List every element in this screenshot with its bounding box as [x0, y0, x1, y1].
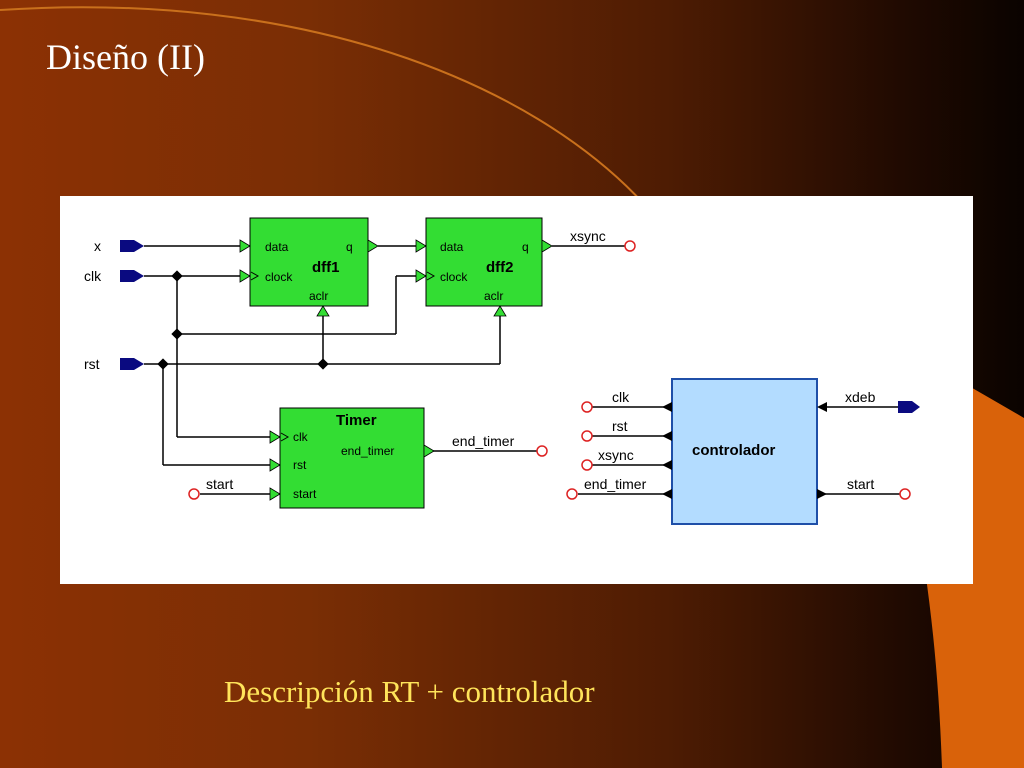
output-pin-end-timer: end_timer — [452, 433, 548, 457]
output-pin-xsync: xsync — [570, 228, 636, 252]
svg-text:xdeb: xdeb — [845, 389, 876, 405]
svg-text:rst: rst — [293, 458, 307, 472]
wires — [144, 245, 900, 495]
slide-title: Diseño (II) — [46, 37, 205, 77]
input-pin-rst: rst — [84, 356, 144, 372]
svg-text:end_timer: end_timer — [341, 444, 394, 458]
ctrl-input-xsync: xsync — [581, 447, 634, 471]
svg-text:dff2: dff2 — [486, 259, 514, 276]
svg-text:data: data — [265, 240, 289, 254]
timer-block: Timer clk rst start end_timer — [269, 407, 435, 509]
svg-text:clk: clk — [612, 389, 630, 405]
schematic-diagram: x clk rst start data clock q aclr dff1 — [84, 217, 920, 525]
svg-text:controlador: controlador — [692, 442, 775, 459]
svg-text:end_timer: end_timer — [452, 433, 515, 449]
svg-text:clock: clock — [265, 270, 293, 284]
svg-text:data: data — [440, 240, 464, 254]
controlador-block: controlador — [662, 378, 827, 525]
ctrl-input-end-timer: end_timer — [566, 476, 647, 500]
svg-text:rst: rst — [84, 356, 100, 372]
dff1-block: data clock q aclr dff1 — [239, 217, 379, 317]
input-pin-clk: clk — [84, 268, 144, 284]
svg-text:x: x — [94, 238, 101, 254]
schematic-panel: x clk rst start data clock q aclr dff1 — [60, 196, 973, 584]
input-pin-start: start — [188, 476, 233, 500]
svg-text:clock: clock — [440, 270, 468, 284]
slide-caption: Descripción RT + controlador — [224, 674, 595, 709]
top-arc-line — [0, 6, 646, 206]
svg-text:start: start — [847, 476, 874, 492]
svg-text:aclr: aclr — [484, 289, 503, 303]
svg-text:xsync: xsync — [570, 228, 606, 244]
ctrl-output-xdeb: xdeb — [845, 389, 920, 413]
svg-text:clk: clk — [293, 430, 309, 444]
svg-text:q: q — [346, 240, 353, 254]
svg-text:start: start — [206, 476, 233, 492]
svg-text:dff1: dff1 — [312, 259, 340, 276]
svg-text:rst: rst — [612, 418, 628, 434]
ctrl-input-clk: clk — [581, 389, 630, 413]
ctrl-output-start: start — [847, 476, 911, 500]
svg-text:end_timer: end_timer — [584, 476, 647, 492]
ctrl-input-rst: rst — [581, 418, 628, 442]
svg-text:clk: clk — [84, 268, 102, 284]
input-pin-x: x — [94, 238, 144, 254]
svg-text:Timer: Timer — [336, 412, 377, 429]
svg-text:aclr: aclr — [309, 289, 328, 303]
svg-text:q: q — [522, 240, 529, 254]
svg-text:xsync: xsync — [598, 447, 634, 463]
dff2-block: data clock q aclr dff2 — [415, 217, 553, 317]
svg-text:start: start — [293, 487, 317, 501]
